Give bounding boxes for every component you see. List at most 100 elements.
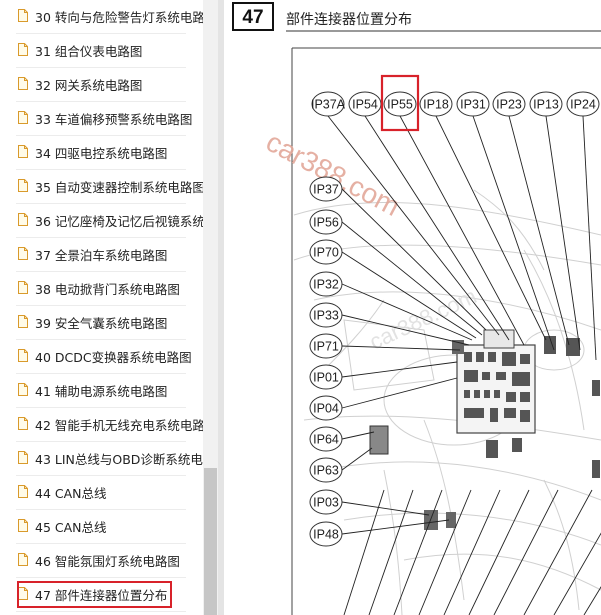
- connector-label: IP33: [313, 309, 339, 323]
- connector-label: IP13: [533, 98, 559, 112]
- document-icon: [18, 213, 28, 226]
- sidebar: 30 转向与危险警告灯系统电路 31 组合仪表电路图 32 网关系统电路图 33 车道…: [0, 0, 203, 615]
- connector-ip18[interactable]: IP18: [419, 91, 453, 117]
- document-icon: [18, 77, 28, 90]
- connector-label: IP23: [496, 98, 522, 112]
- document-icon: [18, 247, 28, 260]
- document-icon: [18, 383, 28, 396]
- divider: [16, 203, 186, 204]
- highlight-box: [380, 74, 420, 132]
- page-title: 部件连接器位置分布: [286, 11, 412, 28]
- document-icon: [18, 111, 28, 124]
- connector-label: IP32: [313, 278, 339, 292]
- connector-ip55[interactable]: IP55: [383, 91, 417, 117]
- divider: [16, 305, 186, 306]
- sidebar-item-label: 30 转向与危险警告灯系统电路: [35, 10, 203, 25]
- divider: [16, 271, 186, 272]
- connector-ip31[interactable]: IP31: [456, 91, 490, 117]
- divider: [16, 33, 186, 34]
- sidebar-item-label: 44 CAN总线: [35, 486, 107, 501]
- divider: [16, 169, 186, 170]
- divider: [16, 373, 186, 374]
- connector-ip56[interactable]: IP56: [309, 209, 343, 235]
- connector-label: IP70: [313, 246, 339, 260]
- sidebar-item-label: 42 智能手机无线充电系统电路: [35, 418, 203, 433]
- connector-label: IP48: [313, 528, 339, 542]
- sidebar-item[interactable]: 46 智能氛围灯系统电路图: [0, 544, 200, 578]
- document-icon: [18, 315, 28, 328]
- document-icon: [18, 417, 28, 430]
- connector-ip71[interactable]: IP71: [309, 333, 343, 359]
- sidebar-item-label: 32 网关系统电路图: [35, 78, 143, 93]
- divider: [16, 611, 186, 612]
- sidebar-item[interactable]: 40 DCDC变换器系统电路图: [0, 340, 200, 374]
- divider: [16, 509, 186, 510]
- divider: [16, 67, 186, 68]
- connector-ip01[interactable]: IP01: [309, 364, 343, 390]
- sidebar-item-label: 46 智能氛围灯系统电路图: [35, 554, 180, 569]
- sidebar-item[interactable]: 35 自动变速器控制系统电路图: [0, 170, 203, 204]
- sidebar-scrollbar[interactable]: [203, 0, 218, 615]
- connector-label: IP56: [313, 216, 339, 230]
- sidebar-item[interactable]: 38 电动掀背门系统电路图: [0, 272, 200, 306]
- connector-ip04[interactable]: IP04: [309, 395, 343, 421]
- document-icon: [18, 145, 28, 158]
- connector-ip13[interactable]: IP13: [529, 91, 563, 117]
- connector-label: IP71: [313, 340, 339, 354]
- connector-ip70[interactable]: IP70: [309, 239, 343, 265]
- divider: [16, 543, 186, 544]
- connector-ip33[interactable]: IP33: [309, 302, 343, 328]
- sidebar-item-label: 38 电动掀背门系统电路图: [35, 282, 180, 297]
- sidebar-item[interactable]: 36 记忆座椅及记忆后视镜系统: [0, 204, 203, 238]
- connector-label: IP31: [460, 98, 486, 112]
- connector-label: IP64: [313, 433, 339, 447]
- divider: [16, 577, 186, 578]
- sidebar-item[interactable]: 34 四驱电控系统电路图: [0, 136, 200, 170]
- connector-ip48[interactable]: IP48: [309, 521, 343, 547]
- document-icon: [18, 43, 28, 56]
- sidebar-item[interactable]: 33 车道偏移预警系统电路图: [0, 102, 200, 136]
- divider: [16, 237, 186, 238]
- connector-label: IP18: [423, 98, 449, 112]
- document-page: 47 部件连接器位置分布: [224, 0, 601, 615]
- connector-ip23[interactable]: IP23: [492, 91, 526, 117]
- divider: [16, 101, 186, 102]
- connector-label: IP03: [313, 496, 339, 510]
- divider: [16, 407, 186, 408]
- sidebar-item[interactable]: 31 组合仪表电路图: [0, 34, 200, 68]
- sidebar-item-label: 37 全景泊车系统电路图: [35, 248, 168, 263]
- connector-ip54[interactable]: IP54: [348, 91, 382, 117]
- sidebar-item-label: 47 部件连接器位置分布: [35, 588, 168, 603]
- page-number-box: [232, 2, 274, 31]
- sidebar-item[interactable]: 45 CAN总线: [0, 510, 200, 544]
- scrollbar-thumb[interactable]: [204, 468, 217, 615]
- sidebar-item-label: 31 组合仪表电路图: [35, 44, 143, 59]
- sidebar-item[interactable]: 43 LIN总线与OBD诊断系统电: [0, 442, 203, 476]
- connector-label: IP37A: [311, 98, 346, 112]
- sidebar-item-label: 35 自动变速器控制系统电路图: [35, 180, 203, 195]
- connector-ip63[interactable]: IP63: [309, 457, 343, 483]
- connector-ip37a[interactable]: IP37A: [311, 91, 346, 117]
- connector-ip24[interactable]: IP24: [566, 91, 600, 117]
- connector-ip32[interactable]: IP32: [309, 271, 343, 297]
- connector-ip03[interactable]: IP03: [309, 489, 343, 515]
- sidebar-item-label: 45 CAN总线: [35, 520, 107, 535]
- sidebar-item[interactable]: 47 部件连接器位置分布: [0, 578, 200, 612]
- sidebar-item[interactable]: 37 全景泊车系统电路图: [0, 238, 200, 272]
- connector-ip37[interactable]: IP37: [309, 176, 343, 202]
- sidebar-item[interactable]: 44 CAN总线: [0, 476, 200, 510]
- sidebar-item-label: 41 辅助电源系统电路图: [35, 384, 168, 399]
- sidebar-item[interactable]: 39 安全气囊系统电路图: [0, 306, 200, 340]
- sidebar-item-label: 36 记忆座椅及记忆后视镜系统: [35, 214, 203, 229]
- sidebar-item[interactable]: 42 智能手机无线充电系统电路: [0, 408, 203, 442]
- document-icon: [18, 349, 28, 362]
- sidebar-item[interactable]: 32 网关系统电路图: [0, 68, 200, 102]
- page-number: 47: [242, 7, 263, 28]
- connector-ip64[interactable]: IP64: [309, 426, 343, 452]
- divider: [16, 135, 186, 136]
- divider: [16, 339, 186, 340]
- sidebar-item[interactable]: 41 辅助电源系统电路图: [0, 374, 200, 408]
- left-connector-column: IP37IP56IP70IP32IP33IP71IP01IP04IP64IP63…: [309, 176, 343, 547]
- sidebar-item[interactable]: 30 转向与危险警告灯系统电路: [0, 0, 203, 34]
